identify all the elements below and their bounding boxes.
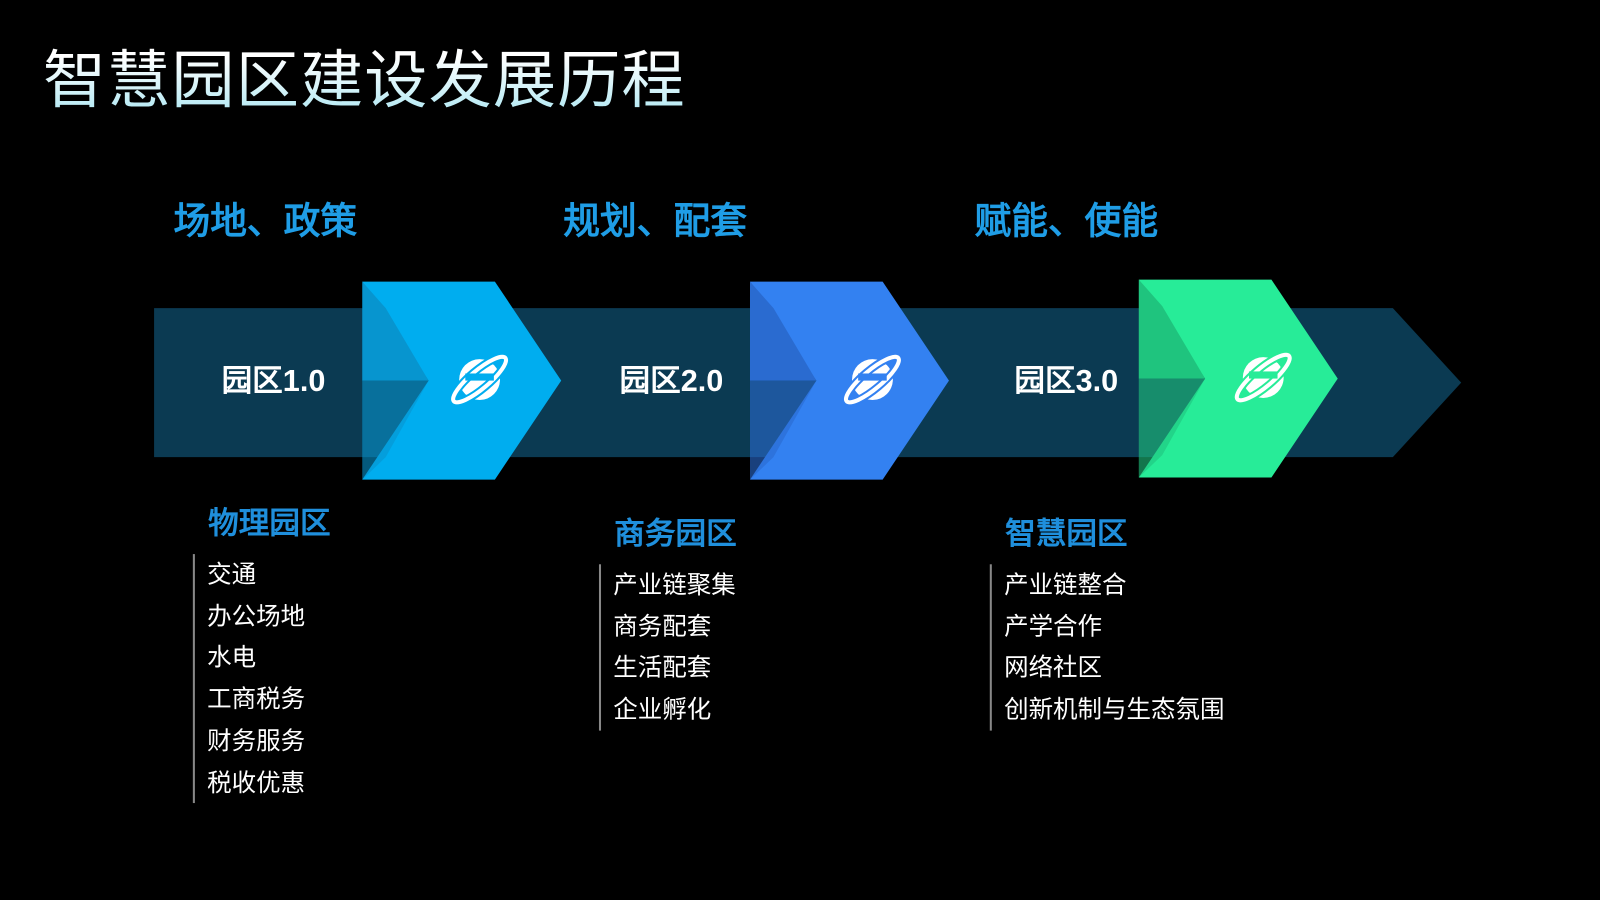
stage-label-3: 园区3.0 bbox=[1014, 364, 1119, 398]
stage-subtitle-3: 智慧园区 bbox=[1005, 516, 1128, 553]
feature-list-3: 产业链整合 产学合作 网络社区 创新机制与生态氛围 bbox=[989, 564, 1225, 731]
stage-label-1: 园区1.0 bbox=[221, 364, 326, 398]
feature-list-1: 交通 办公场地 水电 工商税务 财务服务 税收优惠 bbox=[192, 554, 306, 804]
stage-label-2: 园区2.0 bbox=[619, 364, 724, 398]
list-item: 办公场地 bbox=[207, 601, 306, 631]
list-item: 产业链整合 bbox=[1004, 570, 1127, 599]
list-item: 网络社区 bbox=[1004, 653, 1103, 683]
page-title: 智慧园区建设发展历程 bbox=[43, 29, 686, 121]
list-item: 水电 bbox=[207, 643, 257, 672]
list-item: 产业链聚集 bbox=[613, 570, 736, 599]
feature-list-2: 产业链聚集 商务配套 生活配套 企业孵化 bbox=[598, 564, 736, 731]
phase-heading-1: 场地、政策 bbox=[173, 199, 358, 243]
list-item: 税收优惠 bbox=[207, 767, 306, 797]
planet-icon bbox=[1232, 350, 1294, 405]
stage-subtitle-1: 物理园区 bbox=[208, 506, 331, 542]
planet-icon bbox=[841, 352, 903, 407]
list-item: 产学合作 bbox=[1004, 611, 1103, 641]
planet-icon bbox=[449, 352, 511, 407]
list-item: 创新机制与生态氛围 bbox=[1004, 695, 1225, 724]
stage-subtitle-2: 商务园区 bbox=[614, 516, 737, 553]
list-item: 工商税务 bbox=[207, 684, 306, 714]
list-item: 生活配套 bbox=[613, 653, 712, 683]
chevron-stage-2 bbox=[749, 281, 949, 480]
phase-heading-3: 赋能、使能 bbox=[974, 199, 1159, 243]
phase-heading-2: 规划、配套 bbox=[563, 199, 747, 243]
chevron-stage-3 bbox=[1138, 279, 1338, 478]
list-item: 交通 bbox=[207, 560, 257, 589]
list-item: 商务配套 bbox=[613, 611, 712, 641]
list-item: 财务服务 bbox=[207, 726, 306, 755]
list-item: 企业孵化 bbox=[613, 695, 712, 724]
